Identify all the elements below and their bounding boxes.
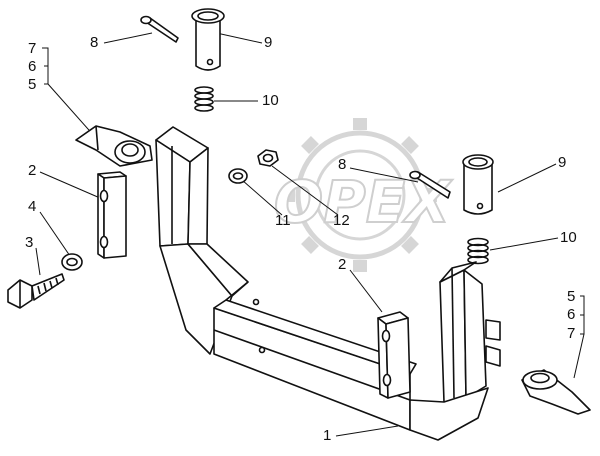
callout-1: 1 [323, 427, 332, 444]
callout-4-left: 4 [28, 198, 37, 215]
watermark-logo [283, 118, 437, 272]
callout-7-right: 7 [567, 325, 576, 342]
callout-9-mid: 9 [558, 154, 567, 171]
callout-2-left: 2 [28, 162, 37, 179]
callout-11: 11 [275, 212, 291, 229]
left-latch [75, 125, 153, 167]
washer [61, 253, 83, 271]
main-frame [155, 126, 501, 441]
callout-7-left: 7 [28, 40, 37, 57]
lock-washer [228, 168, 248, 184]
spring-top [194, 86, 214, 112]
right-latch [521, 369, 591, 415]
callout-10-mid: 10 [560, 229, 577, 246]
bolt [7, 273, 65, 309]
callout-5-right: 5 [567, 288, 576, 305]
callout-2-mid: 2 [338, 256, 347, 273]
callout-8-top: 8 [90, 34, 99, 51]
parts [7, 8, 591, 441]
pin-top [191, 8, 225, 71]
nut [257, 149, 279, 167]
spring-mid [467, 237, 489, 265]
callout-8-mid: 8 [338, 156, 347, 173]
middle-plate [377, 311, 411, 399]
cotter-pin-mid [409, 170, 451, 199]
left-plate [97, 171, 127, 259]
pin-mid [462, 154, 494, 215]
callout-5-left: 5 [28, 76, 37, 93]
callout-10-top: 10 [262, 92, 279, 109]
callout-6-left: 6 [28, 58, 37, 75]
callout-6-right: 6 [567, 306, 576, 323]
callout-9-top: 9 [264, 34, 273, 51]
cotter-pin-top [140, 15, 179, 43]
callout-12: 12 [333, 212, 350, 229]
callout-3-left: 3 [25, 234, 34, 251]
